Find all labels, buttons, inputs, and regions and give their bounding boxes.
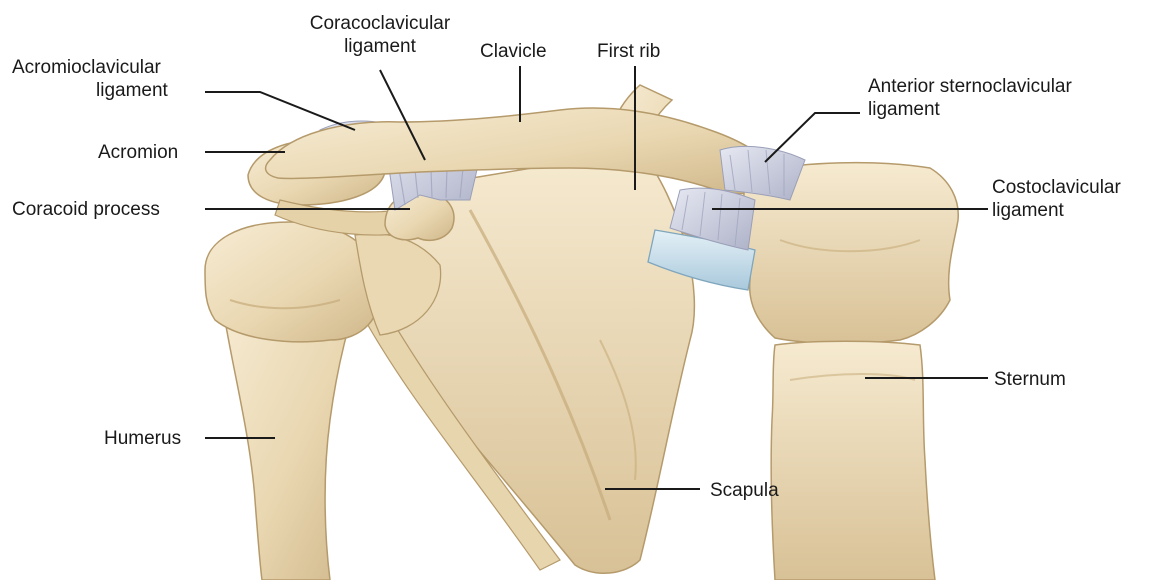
label-scapula: Scapula [710,479,779,502]
label-coracoid-process: Coracoid process [12,198,160,221]
label-humerus: Humerus [104,427,181,450]
label-coracoclavicular-ligament: Coracoclavicular ligament [285,12,475,58]
label-anterior-sternoclavicular-ligament: Anterior sternoclavicular ligament [868,75,1072,121]
label-acromion: Acromion [98,141,178,164]
label-sternum: Sternum [994,368,1066,391]
label-first-rib: First rib [597,40,660,63]
humeral-head [205,222,381,342]
leader-acromioclavicular [205,92,355,130]
label-acromioclavicular-ligament: Acromioclavicular ligament [12,56,168,102]
label-clavicle: Clavicle [480,40,547,63]
label-costoclavicular-ligament: Costoclavicular ligament [992,176,1121,222]
